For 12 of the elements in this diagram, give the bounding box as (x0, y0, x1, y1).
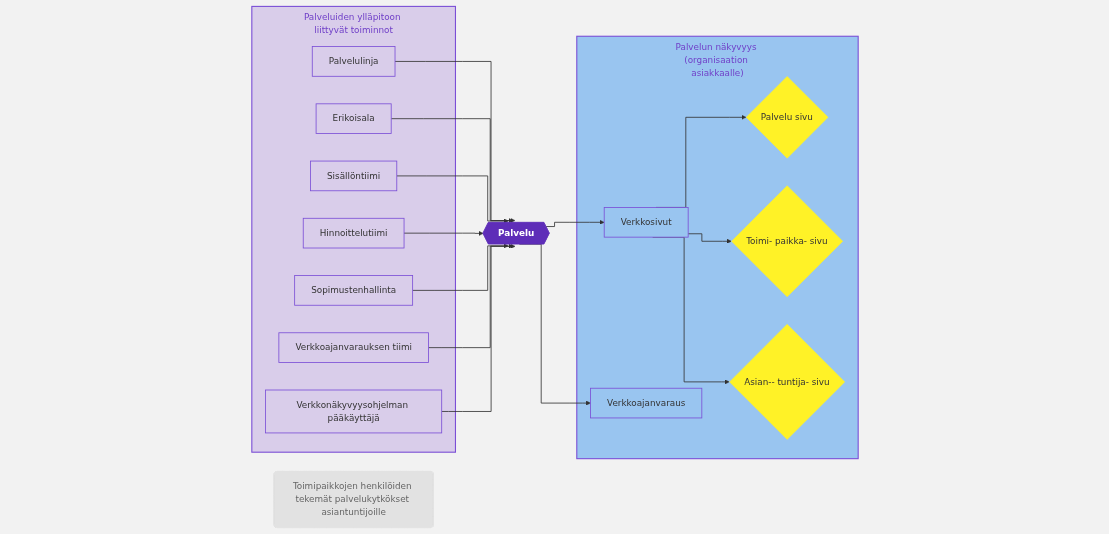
node-box: Verkkoajanvarauksen tiimi (277, 332, 429, 363)
node-box: Sisällöntiimi (309, 160, 397, 192)
node-diamond: Toimi- paikka- sivu (730, 185, 843, 298)
node-box: Palvelulinja (311, 46, 395, 77)
node-box: Erikoisala (315, 103, 392, 134)
node-box: Verkkosivut (603, 207, 689, 238)
node-box: Verkkoajanvaraus (589, 387, 702, 419)
node-diamond: Asian-- tuntija- sivu (728, 324, 845, 440)
node-box: Hinnoittelutiimi (302, 217, 404, 249)
node-diamond: Palvelu sivu (745, 76, 828, 159)
node-box: Verkkonäkyvyysohjelman pääkäyttäjä (264, 389, 442, 434)
node-box: Sopimustenhallinta (293, 275, 413, 306)
